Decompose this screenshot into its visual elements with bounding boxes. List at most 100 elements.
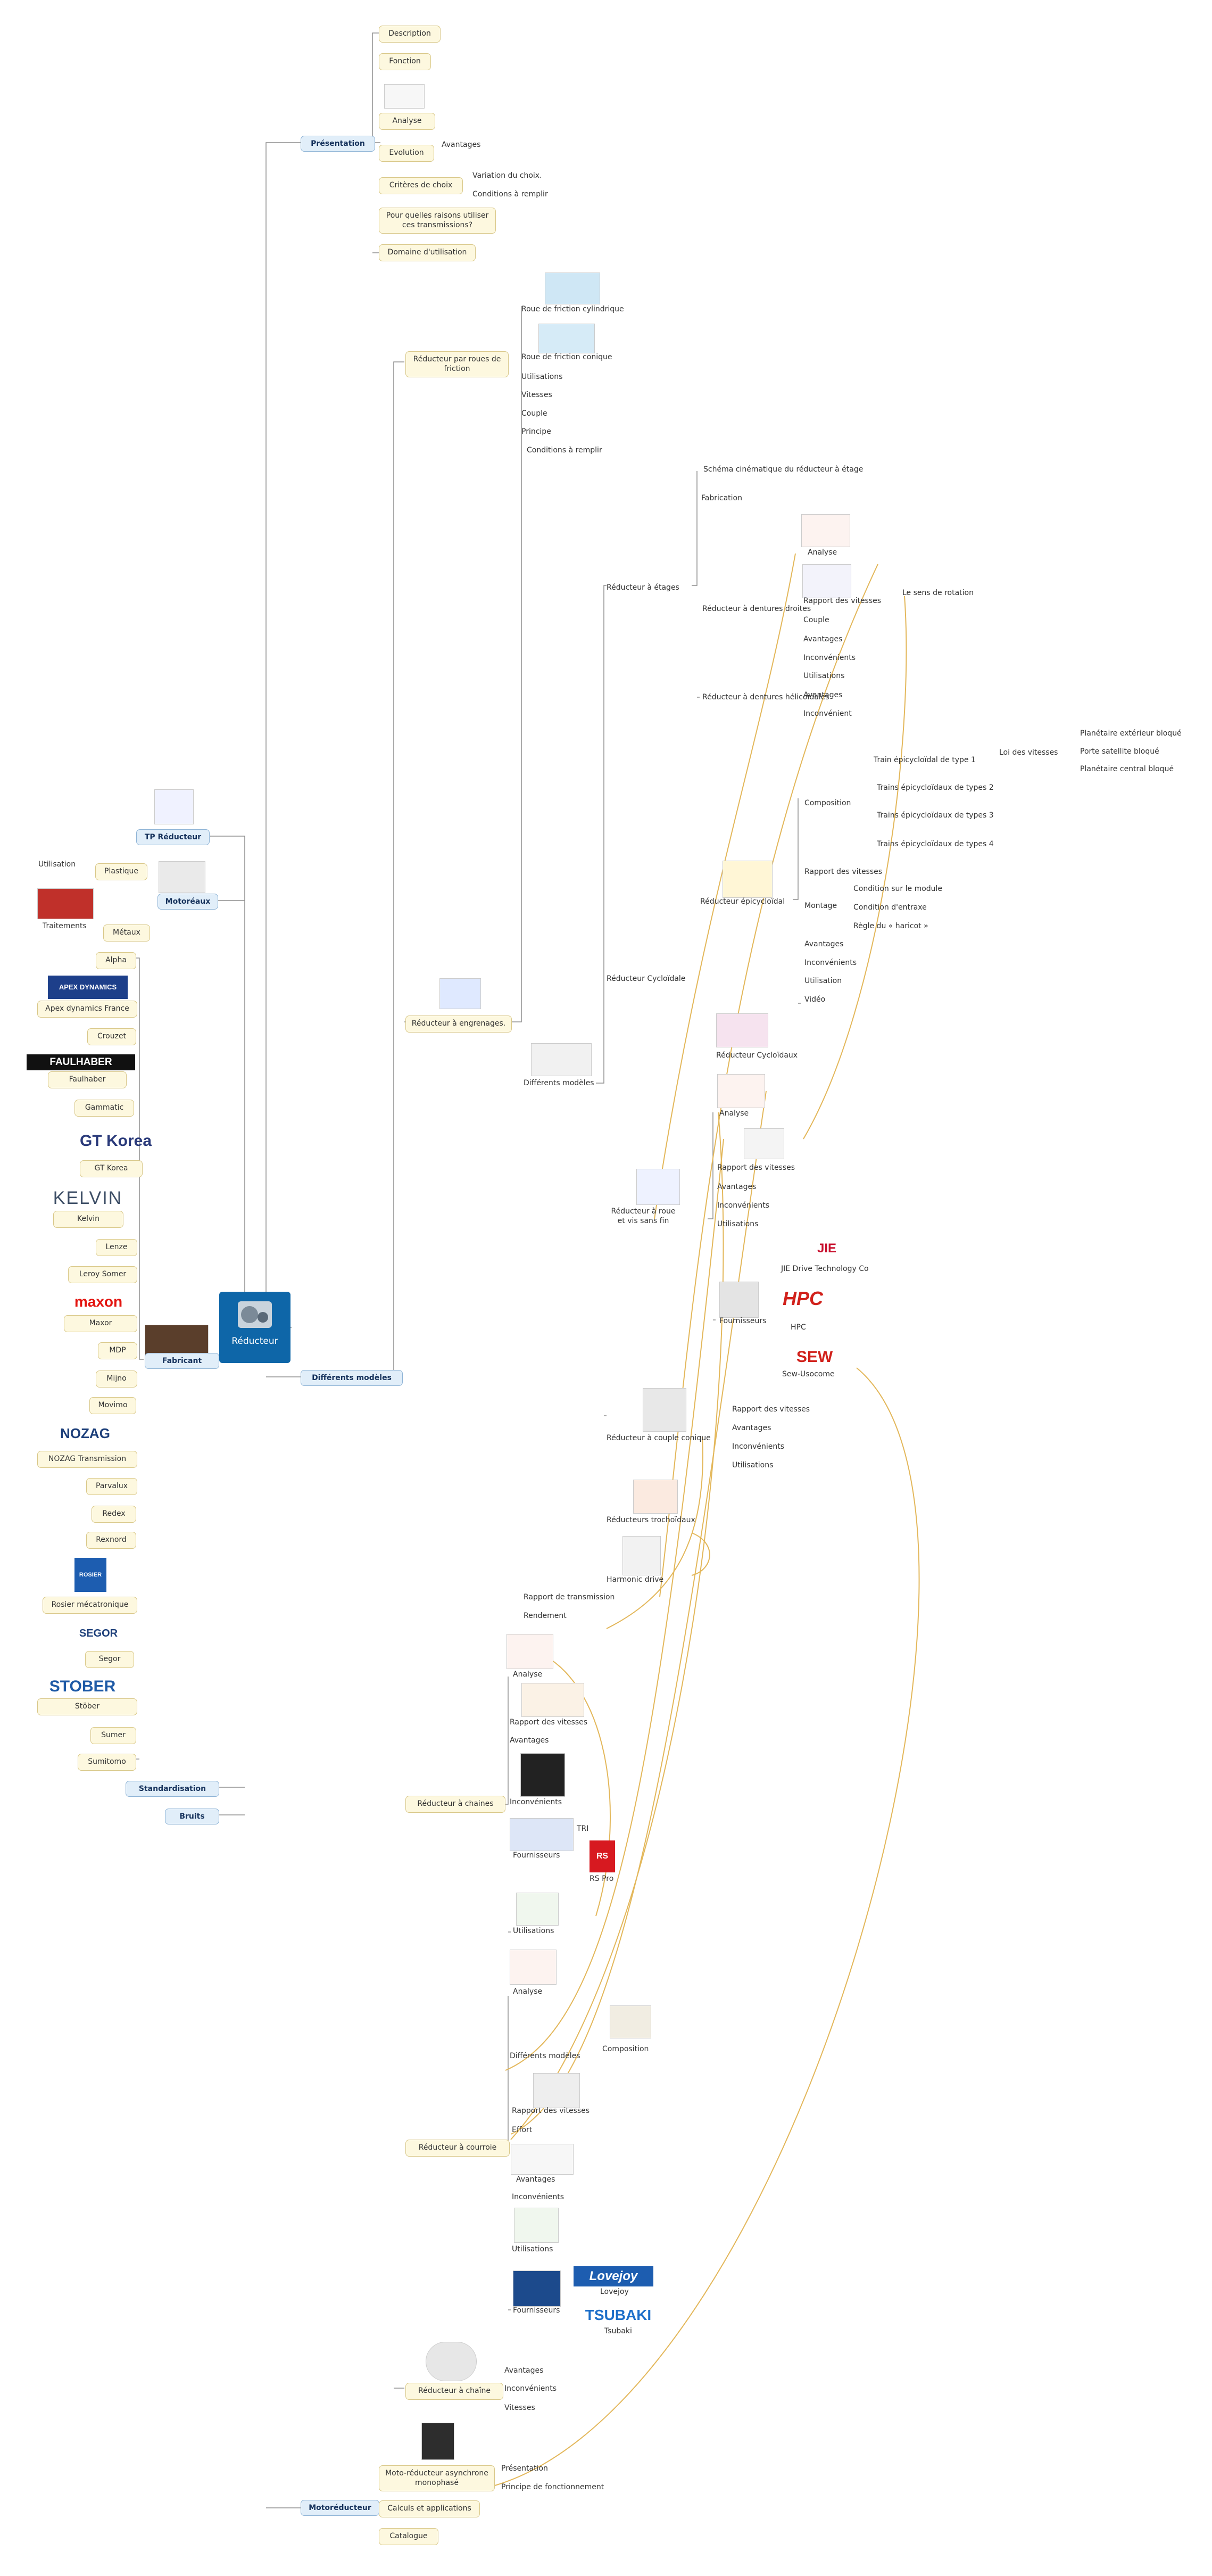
fabricant-mijno[interactable]: Mijno xyxy=(96,1370,137,1388)
cycloidale-node[interactable]: Réducteur Cycloïdale xyxy=(607,975,686,983)
criteres-variation: Variation du choix. xyxy=(472,171,542,180)
fournisseur-tri: TRI xyxy=(577,1824,589,1833)
epicy-montage: Montage xyxy=(804,902,837,910)
chaine-vitesses: Vitesses xyxy=(504,2404,535,2412)
chaines-analyse: Analyse xyxy=(513,1670,543,1679)
chaines-rapport-image xyxy=(521,1683,584,1717)
conique-node[interactable]: Réducteur à couple conique xyxy=(607,1434,711,1442)
dentures-utilisations: Utilisations xyxy=(803,672,845,680)
fabricant-movimo[interactable]: Movimo xyxy=(89,1397,136,1414)
courroie-composition: Composition xyxy=(602,2045,649,2053)
moto-asynchrone[interactable]: Moto-réducteur asynchrone monophasé xyxy=(379,2465,495,2491)
fabricant-apex[interactable]: Apex dynamics France xyxy=(37,1001,137,1018)
harmonic-node[interactable]: Harmonic drive xyxy=(607,1575,664,1584)
chaines-avantages: Avantages xyxy=(510,1736,549,1745)
friction-principe: Principe xyxy=(521,427,551,436)
loi-vitesses: Loi des vitesses xyxy=(999,748,1058,757)
fabricant-nozag[interactable]: NOZAG Transmission xyxy=(37,1451,137,1468)
chaines-node[interactable]: Réducteur à chaines xyxy=(405,1796,505,1813)
vis-inconvenients: Inconvénients xyxy=(717,1201,770,1210)
motoreducteur-node[interactable]: Motoréducteur xyxy=(301,2500,379,2516)
plastique-node[interactable]: Plastique xyxy=(95,863,147,880)
etages-schema: Schéma cinématique du réducteur à étage xyxy=(703,465,864,474)
pres-domaine[interactable]: Domaine d'utilisation xyxy=(379,244,476,261)
root-node[interactable]: Réducteur xyxy=(219,1292,290,1363)
conique-avantages: Avantages xyxy=(732,1424,771,1432)
moto-catalogue[interactable]: Catalogue xyxy=(379,2528,438,2545)
chaines-util-image xyxy=(516,1893,559,1926)
courroie-analyse-image xyxy=(510,1950,557,1985)
pres-raisons[interactable]: Pour quelles raisons utiliser ces transm… xyxy=(379,208,496,234)
trocho-node[interactable]: Réducteurs trochoïdaux xyxy=(607,1516,695,1524)
pres-description[interactable]: Description xyxy=(379,26,441,43)
moto-presentation: Présentation xyxy=(501,2464,548,2473)
epicy-inconvenients: Inconvénients xyxy=(804,959,857,967)
fabricant-redex[interactable]: Redex xyxy=(92,1506,136,1523)
engrenages-node[interactable]: Réducteur à engrenages. xyxy=(405,1015,512,1033)
moto-calculs[interactable]: Calculs et applications xyxy=(379,2500,480,2517)
sens-rotation: Le sens de rotation xyxy=(902,589,974,597)
pres-analyse[interactable]: Analyse xyxy=(379,113,435,130)
friction-cylindrique: Roue de friction cylindrique xyxy=(521,305,624,313)
chaine-node[interactable]: Réducteur à chaîne xyxy=(405,2383,503,2400)
pres-evolution[interactable]: Evolution xyxy=(379,145,434,162)
engr-rendement: Rendement xyxy=(524,1612,567,1620)
fabricant-faulhaber[interactable]: Faulhaber xyxy=(48,1071,127,1088)
fabricant-parvalux[interactable]: Parvalux xyxy=(86,1478,137,1495)
fabricant-maxon[interactable]: Maxor xyxy=(64,1315,137,1332)
bruits-node[interactable]: Bruits xyxy=(165,1809,219,1824)
friction-node[interactable]: Réducteur par roues de friction xyxy=(405,351,509,377)
moto-principe: Principe de fonctionnement xyxy=(501,2483,604,2491)
chaines-fournisseurs: Fournisseurs xyxy=(513,1851,560,1860)
vis-avantages: Avantages xyxy=(717,1183,757,1191)
fabricant-gt-korea[interactable]: GT Korea xyxy=(80,1160,143,1177)
fabricant-gammatic[interactable]: Gammatic xyxy=(74,1100,134,1117)
etages-node[interactable]: Réducteur à étages xyxy=(607,583,679,592)
fabricant-lenze[interactable]: Lenze xyxy=(96,1239,137,1256)
fabricant-sumer[interactable]: Sumer xyxy=(90,1727,136,1744)
chaine-avantages: Avantages xyxy=(504,2366,544,2375)
courroie-modeles: Différents modèles xyxy=(510,2052,580,2060)
courroie-inconvenients: Inconvénients xyxy=(512,2193,565,2201)
cycloidaux-label: Réducteur Cycloïdaux xyxy=(716,1051,798,1060)
pres-criteres[interactable]: Critères de choix xyxy=(379,177,463,194)
chaine-inconvenients: Inconvénients xyxy=(504,2384,557,2393)
courroie-analyse: Analyse xyxy=(513,1987,543,1996)
train-type4: Trains épicycloïdaux de types 4 xyxy=(877,840,994,848)
moteur-node[interactable]: Motoréaux xyxy=(157,894,218,910)
vis-node[interactable]: Réducteur à roue et vis sans fin xyxy=(611,1207,676,1225)
fabricant-node[interactable]: Fabricant xyxy=(145,1353,219,1369)
train-type1: Train épicycloïdal de type 1 xyxy=(874,756,976,764)
standardisation-node[interactable]: Standardisation xyxy=(126,1781,219,1797)
epicy-avantages: Avantages xyxy=(804,940,844,948)
modeles-node[interactable]: Différents modèles xyxy=(301,1370,403,1386)
fabricant-kelvin[interactable]: Kelvin xyxy=(53,1211,123,1228)
segor-logo: SEGOR xyxy=(79,1628,118,1639)
fabricant-crouzet[interactable]: Crouzet xyxy=(87,1028,136,1045)
pres-fonction[interactable]: Fonction xyxy=(379,53,431,70)
courroie-rapport-image xyxy=(533,2073,580,2108)
epicy-node[interactable]: Réducteur épicycloïdal xyxy=(700,897,785,906)
friction-con-image xyxy=(538,324,595,353)
fournisseur-jie: JIE Drive Technology Co xyxy=(781,1265,869,1273)
maxon-logo: maxon xyxy=(74,1293,123,1310)
tp-reducteur-node[interactable]: TP Réducteur xyxy=(136,829,210,845)
gt-korea-logo: GT Korea xyxy=(80,1132,152,1150)
presentation-node[interactable]: Présentation xyxy=(301,136,375,152)
fabricant-stober[interactable]: Stöber xyxy=(37,1698,137,1715)
fabricant-segor[interactable]: Segor xyxy=(85,1651,134,1668)
fabricant-rexnord[interactable]: Rexnord xyxy=(86,1532,136,1549)
conique-rapport: Rapport des vitesses xyxy=(732,1405,810,1414)
fabricant-alpha[interactable]: Alpha xyxy=(96,952,136,969)
courroie-utilisations: Utilisations xyxy=(512,2245,553,2253)
fabricant-sumitomo[interactable]: Sumitomo xyxy=(78,1754,136,1771)
vis-fournisseurs: Fournisseurs xyxy=(719,1317,767,1325)
friction-conditions: Conditions à remplir xyxy=(527,446,602,455)
fabricant-leroy-somer[interactable]: Leroy Somer xyxy=(68,1266,137,1283)
fabricant-rosier[interactable]: Rosier mécatronique xyxy=(43,1597,137,1614)
fabricant-image xyxy=(145,1325,209,1356)
fabricant-mdp[interactable]: MDP xyxy=(98,1342,137,1359)
courroie-node[interactable]: Réducteur à courroie xyxy=(405,2140,510,2157)
metaux-node[interactable]: Métaux xyxy=(103,924,150,942)
dentures-analyse: Analyse xyxy=(808,548,837,557)
